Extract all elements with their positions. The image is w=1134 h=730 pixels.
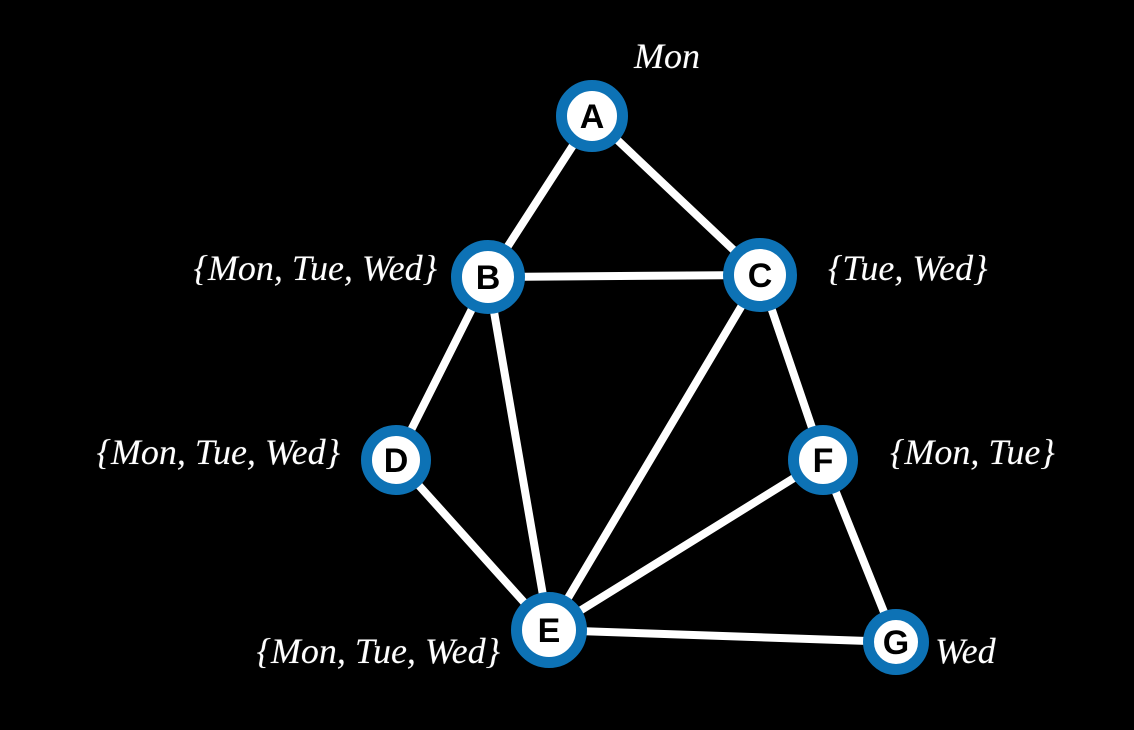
node-c[interactable]: C xyxy=(723,238,797,312)
domain-label-d: {Mon, Tue, Wed} xyxy=(96,432,340,472)
edge-c-e xyxy=(545,271,764,634)
node-circle-b xyxy=(451,240,525,314)
edge-e-f xyxy=(545,456,827,634)
node-circle-a xyxy=(556,80,628,152)
node-circle-g xyxy=(863,609,929,675)
edge-b-e xyxy=(484,273,553,634)
node-f[interactable]: F xyxy=(788,425,858,495)
edge-a-c xyxy=(588,112,764,279)
node-label-e: E xyxy=(538,612,561,650)
node-circle-e xyxy=(511,592,587,668)
domain-label-c: {Tue, Wed} xyxy=(828,248,988,288)
edge-d-e xyxy=(392,456,553,634)
edge-b-c xyxy=(484,271,764,281)
node-e[interactable]: E xyxy=(511,592,587,668)
node-label-f: F xyxy=(813,442,834,480)
node-d[interactable]: D xyxy=(361,425,431,495)
node-label-g: G xyxy=(883,624,909,662)
node-label-b: B xyxy=(476,259,501,297)
node-circle-f xyxy=(788,425,858,495)
nodes-layer: A B C D E F G xyxy=(361,80,929,675)
node-b[interactable]: B xyxy=(451,240,525,314)
edge-e-g xyxy=(545,626,900,646)
node-label-d: D xyxy=(384,442,409,480)
node-a[interactable]: A xyxy=(556,80,628,152)
node-g[interactable]: G xyxy=(863,609,929,675)
node-circle-c xyxy=(723,238,797,312)
domain-label-g: Wed xyxy=(935,631,996,671)
domain-label-e: {Mon, Tue, Wed} xyxy=(256,631,500,671)
node-label-a: A xyxy=(580,98,605,136)
domain-label-b: {Mon, Tue, Wed} xyxy=(193,248,437,288)
domain-label-f: {Mon, Tue} xyxy=(890,432,1055,472)
edges-layer xyxy=(392,112,900,646)
node-circle-d xyxy=(361,425,431,495)
node-label-c: C xyxy=(748,257,773,295)
domain-label-a: Mon xyxy=(634,36,700,76)
